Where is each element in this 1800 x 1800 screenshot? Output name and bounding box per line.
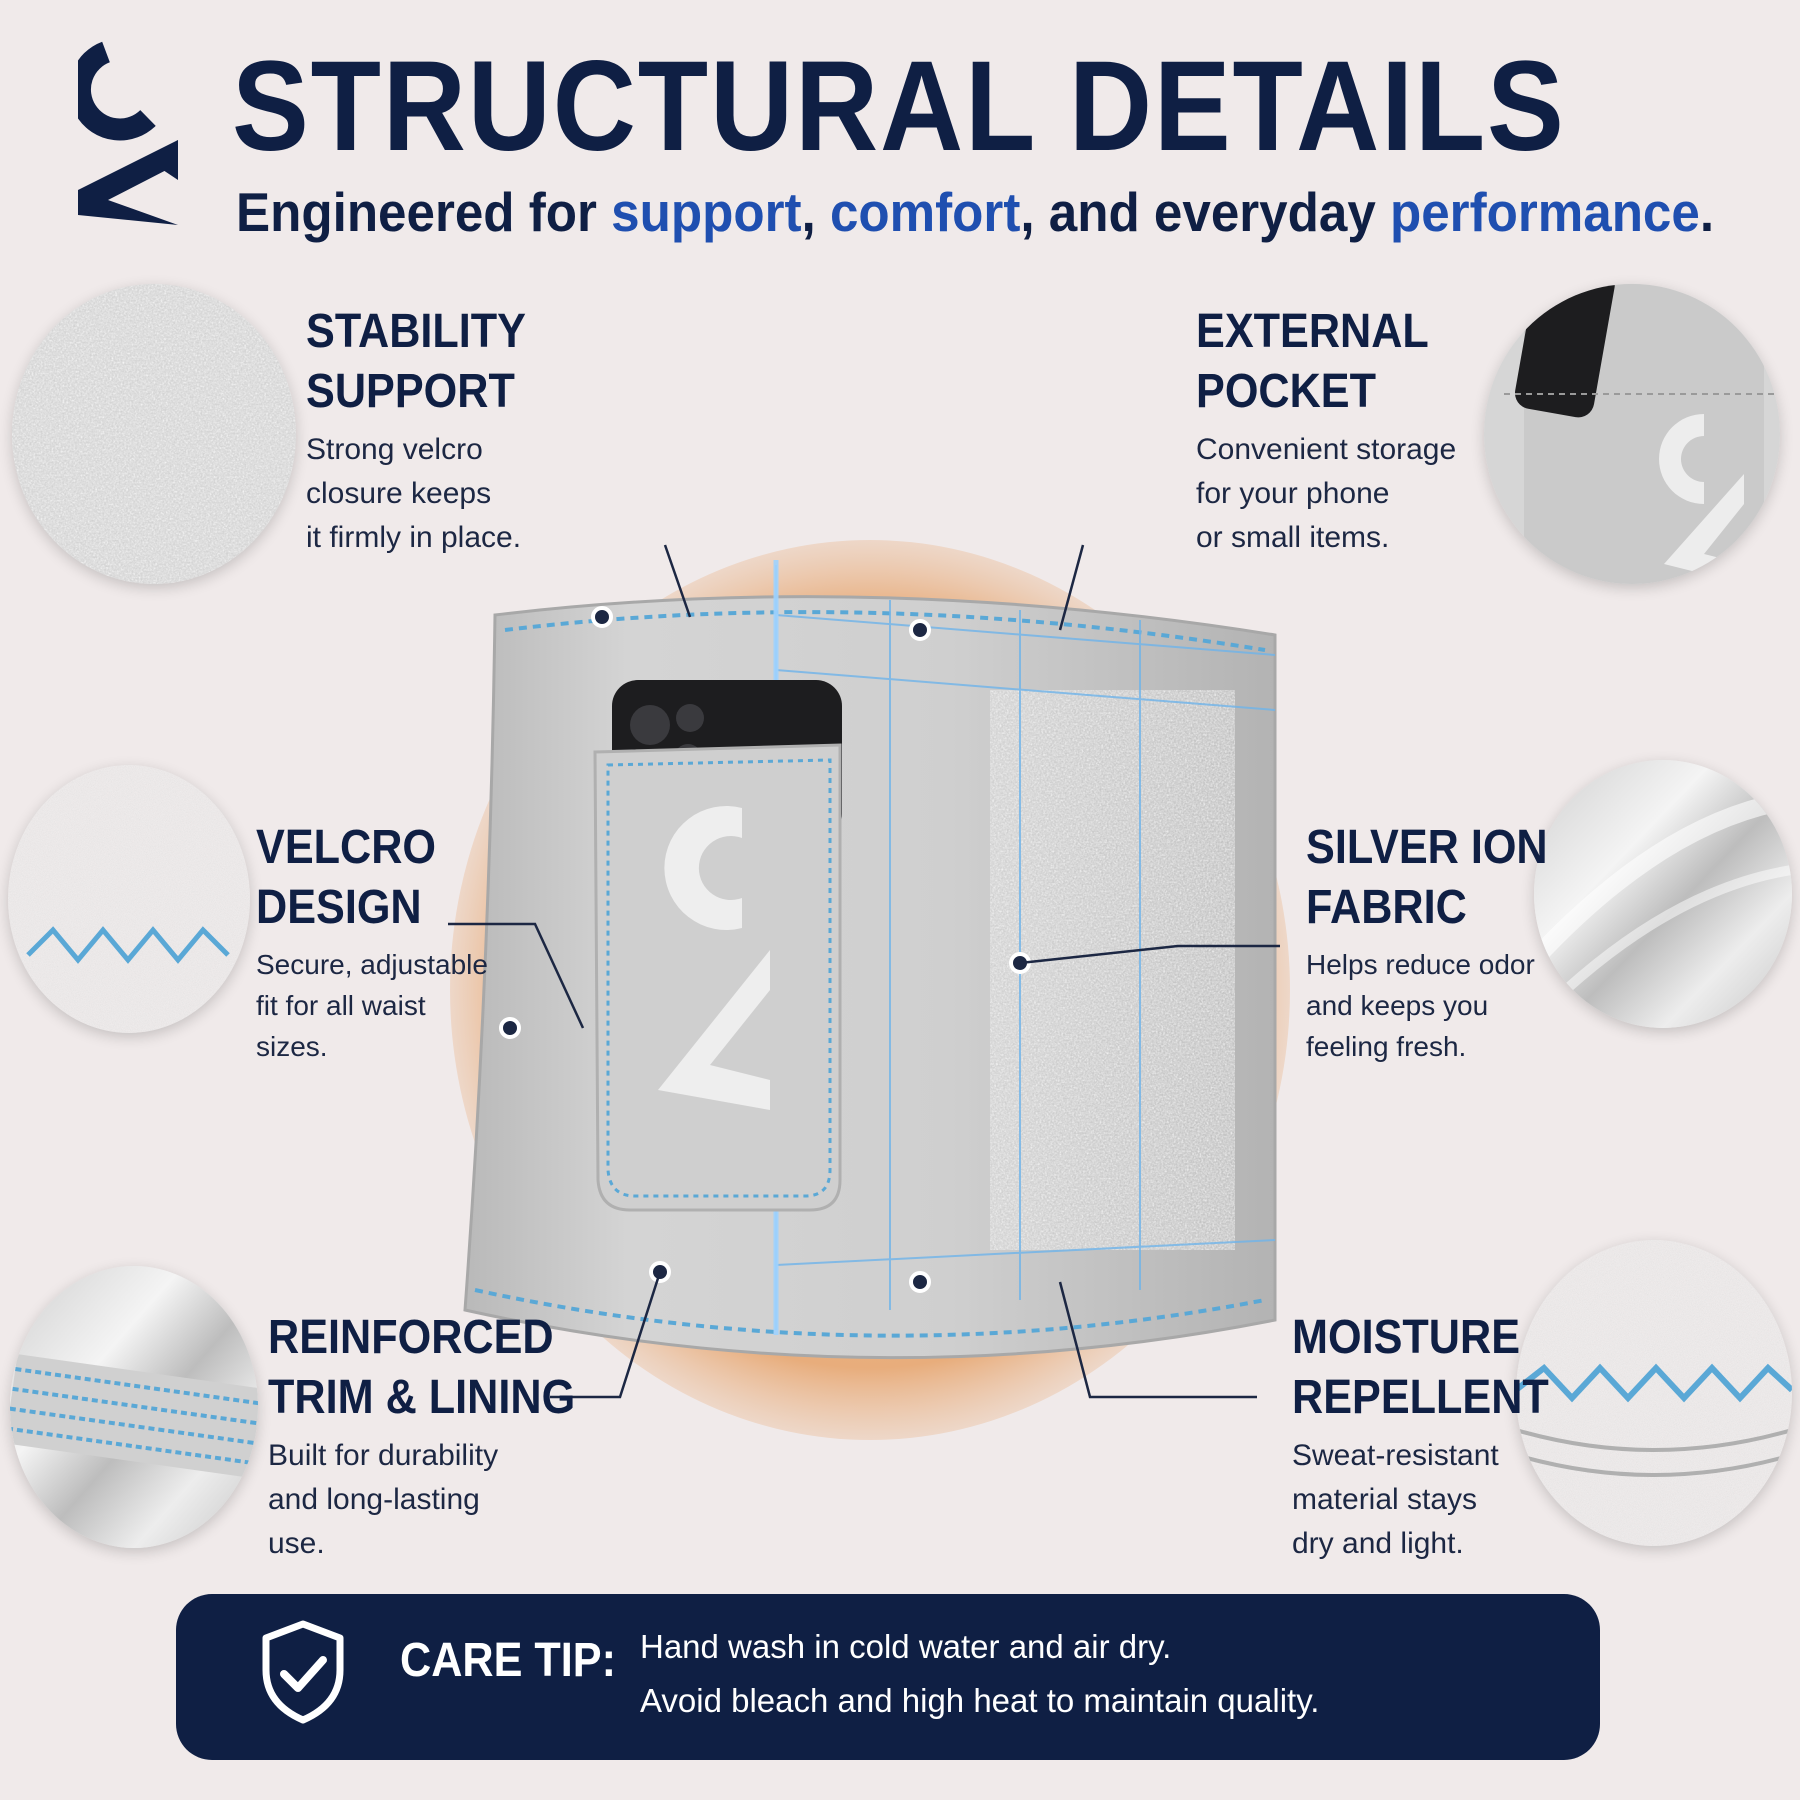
care-tip-line-1: Hand wash in cold water and air dry.	[640, 1628, 1172, 1665]
pocket-closeup-image	[1484, 284, 1780, 584]
velcro-panel	[990, 690, 1235, 1250]
care-tip-title: CARE TIP:	[400, 1634, 616, 1687]
moisture-repellent-image	[1516, 1240, 1792, 1546]
page-subtitle: Engineered for support, comfort, and eve…	[236, 181, 1715, 243]
reinforced-trim-image	[10, 1266, 258, 1548]
pocket	[593, 743, 842, 1212]
page-title: STRUCTURAL DETAILS	[232, 35, 1566, 178]
brand-logo-icon	[78, 41, 178, 225]
shield-check-icon	[262, 1620, 344, 1724]
care-tip-line-2: Avoid bleach and high heat to maintain q…	[640, 1682, 1320, 1719]
care-tip-panel	[176, 1594, 1600, 1760]
velcro-texture-image	[8, 765, 250, 1033]
silver-ion-fabric-image	[1534, 760, 1792, 1028]
belt-illustration	[450, 540, 1290, 1440]
pocket-logo-icon	[658, 806, 770, 1110]
stability-texture-image	[12, 284, 296, 584]
